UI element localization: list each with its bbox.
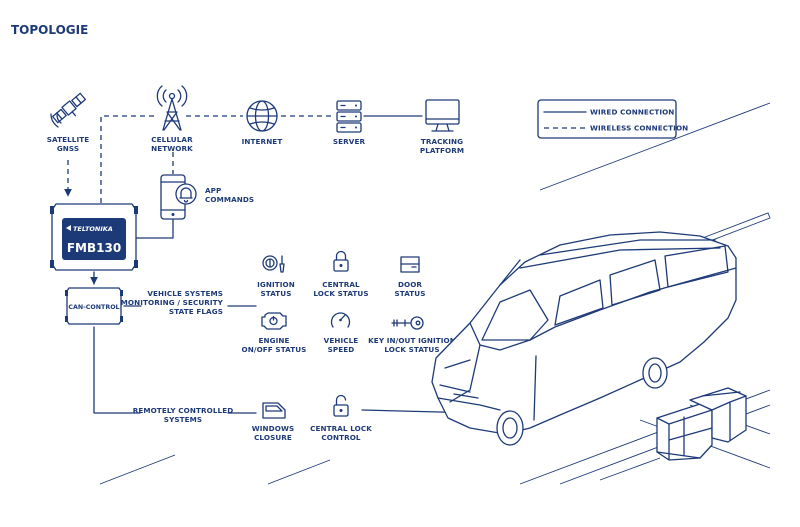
page-title: TOPOLOGIE [11, 23, 88, 37]
legend-wired-label: WIRED CONNECTION [590, 108, 674, 117]
engine-status-label: ENGINE [258, 336, 289, 345]
svg-text:CONTROL: CONTROL [321, 433, 361, 442]
vehicle-speed-label: VEHICLE [324, 336, 359, 345]
monitor-icon [425, 99, 460, 132]
svg-text:SYSTEMS: SYSTEMS [164, 415, 202, 424]
speedometer-icon [330, 312, 351, 328]
unlocked-padlock-icon [333, 394, 349, 417]
parcel-boxes [656, 387, 747, 461]
can-control-box: CAN-CONTROL [65, 287, 123, 325]
svg-text:GNSS: GNSS [57, 144, 79, 153]
car-door-icon [400, 256, 420, 273]
device-brand: TELTONIKA [73, 225, 113, 233]
car-window-icon [262, 402, 286, 419]
engine-icon [261, 312, 287, 330]
svg-text:ON/OFF STATUS: ON/OFF STATUS [242, 345, 307, 354]
server-icon [336, 100, 362, 133]
legend-wireless-label: WIRELESS CONNECTION [590, 124, 688, 133]
padlock-icon [333, 250, 349, 272]
svg-text:CLOSURE: CLOSURE [254, 433, 292, 442]
legend-box: WIRED CONNECTION WIRELESS CONNECTION [537, 99, 688, 139]
svg-text:LOCK STATUS: LOCK STATUS [384, 345, 439, 354]
server-label: SERVER [333, 137, 366, 146]
svg-text:MONITORING / SECURITY: MONITORING / SECURITY [121, 298, 224, 307]
internet-label: INTERNET [242, 137, 283, 146]
door-status-label: DOOR [398, 280, 422, 289]
svg-text:STATUS: STATUS [260, 289, 291, 298]
central-lock-status-label: CENTRAL [322, 280, 360, 289]
app-label: APP [205, 186, 221, 195]
svg-text:NETWORK: NETWORK [151, 144, 193, 153]
svg-text:STATUS: STATUS [394, 289, 425, 298]
van-illustration [431, 231, 737, 446]
central-lock-control-label: CENTRAL LOCK [310, 424, 372, 433]
windows-closure-label: WINDOWS [252, 424, 295, 433]
remote-label: REMOTELY CONTROLLED [133, 406, 234, 415]
svg-text:STATE FLAGS: STATE FLAGS [169, 307, 223, 316]
ignition-status-label: IGNITION [257, 280, 295, 289]
cellular-label: CELLULAR [151, 135, 193, 144]
satellite-icon [50, 92, 87, 128]
svg-text:LOCK STATUS: LOCK STATUS [313, 289, 368, 298]
device-model: FMB130 [67, 241, 121, 255]
can-control-label: CAN-CONTROL [68, 304, 119, 311]
fmb130-device: TELTONIKA FMB130 [50, 203, 138, 271]
key-status-label: KEY IN/OUT IGNITION [368, 336, 456, 345]
ignition-icon [262, 255, 285, 273]
globe-icon [246, 100, 278, 132]
cell-tower-icon [156, 85, 188, 131]
bell-icon [175, 183, 197, 205]
monitoring-label: VEHICLE SYSTEMS [147, 289, 223, 298]
svg-text:COMMANDS: COMMANDS [205, 195, 254, 204]
key-icon [391, 316, 424, 330]
can-remote-line [93, 326, 141, 414]
top-connections [64, 115, 423, 239]
tracking-label: TRACKING [421, 137, 463, 146]
satellite-label: SATELLITE [47, 135, 90, 144]
svg-text:PLATFORM: PLATFORM [420, 146, 464, 155]
svg-text:SPEED: SPEED [328, 345, 355, 354]
